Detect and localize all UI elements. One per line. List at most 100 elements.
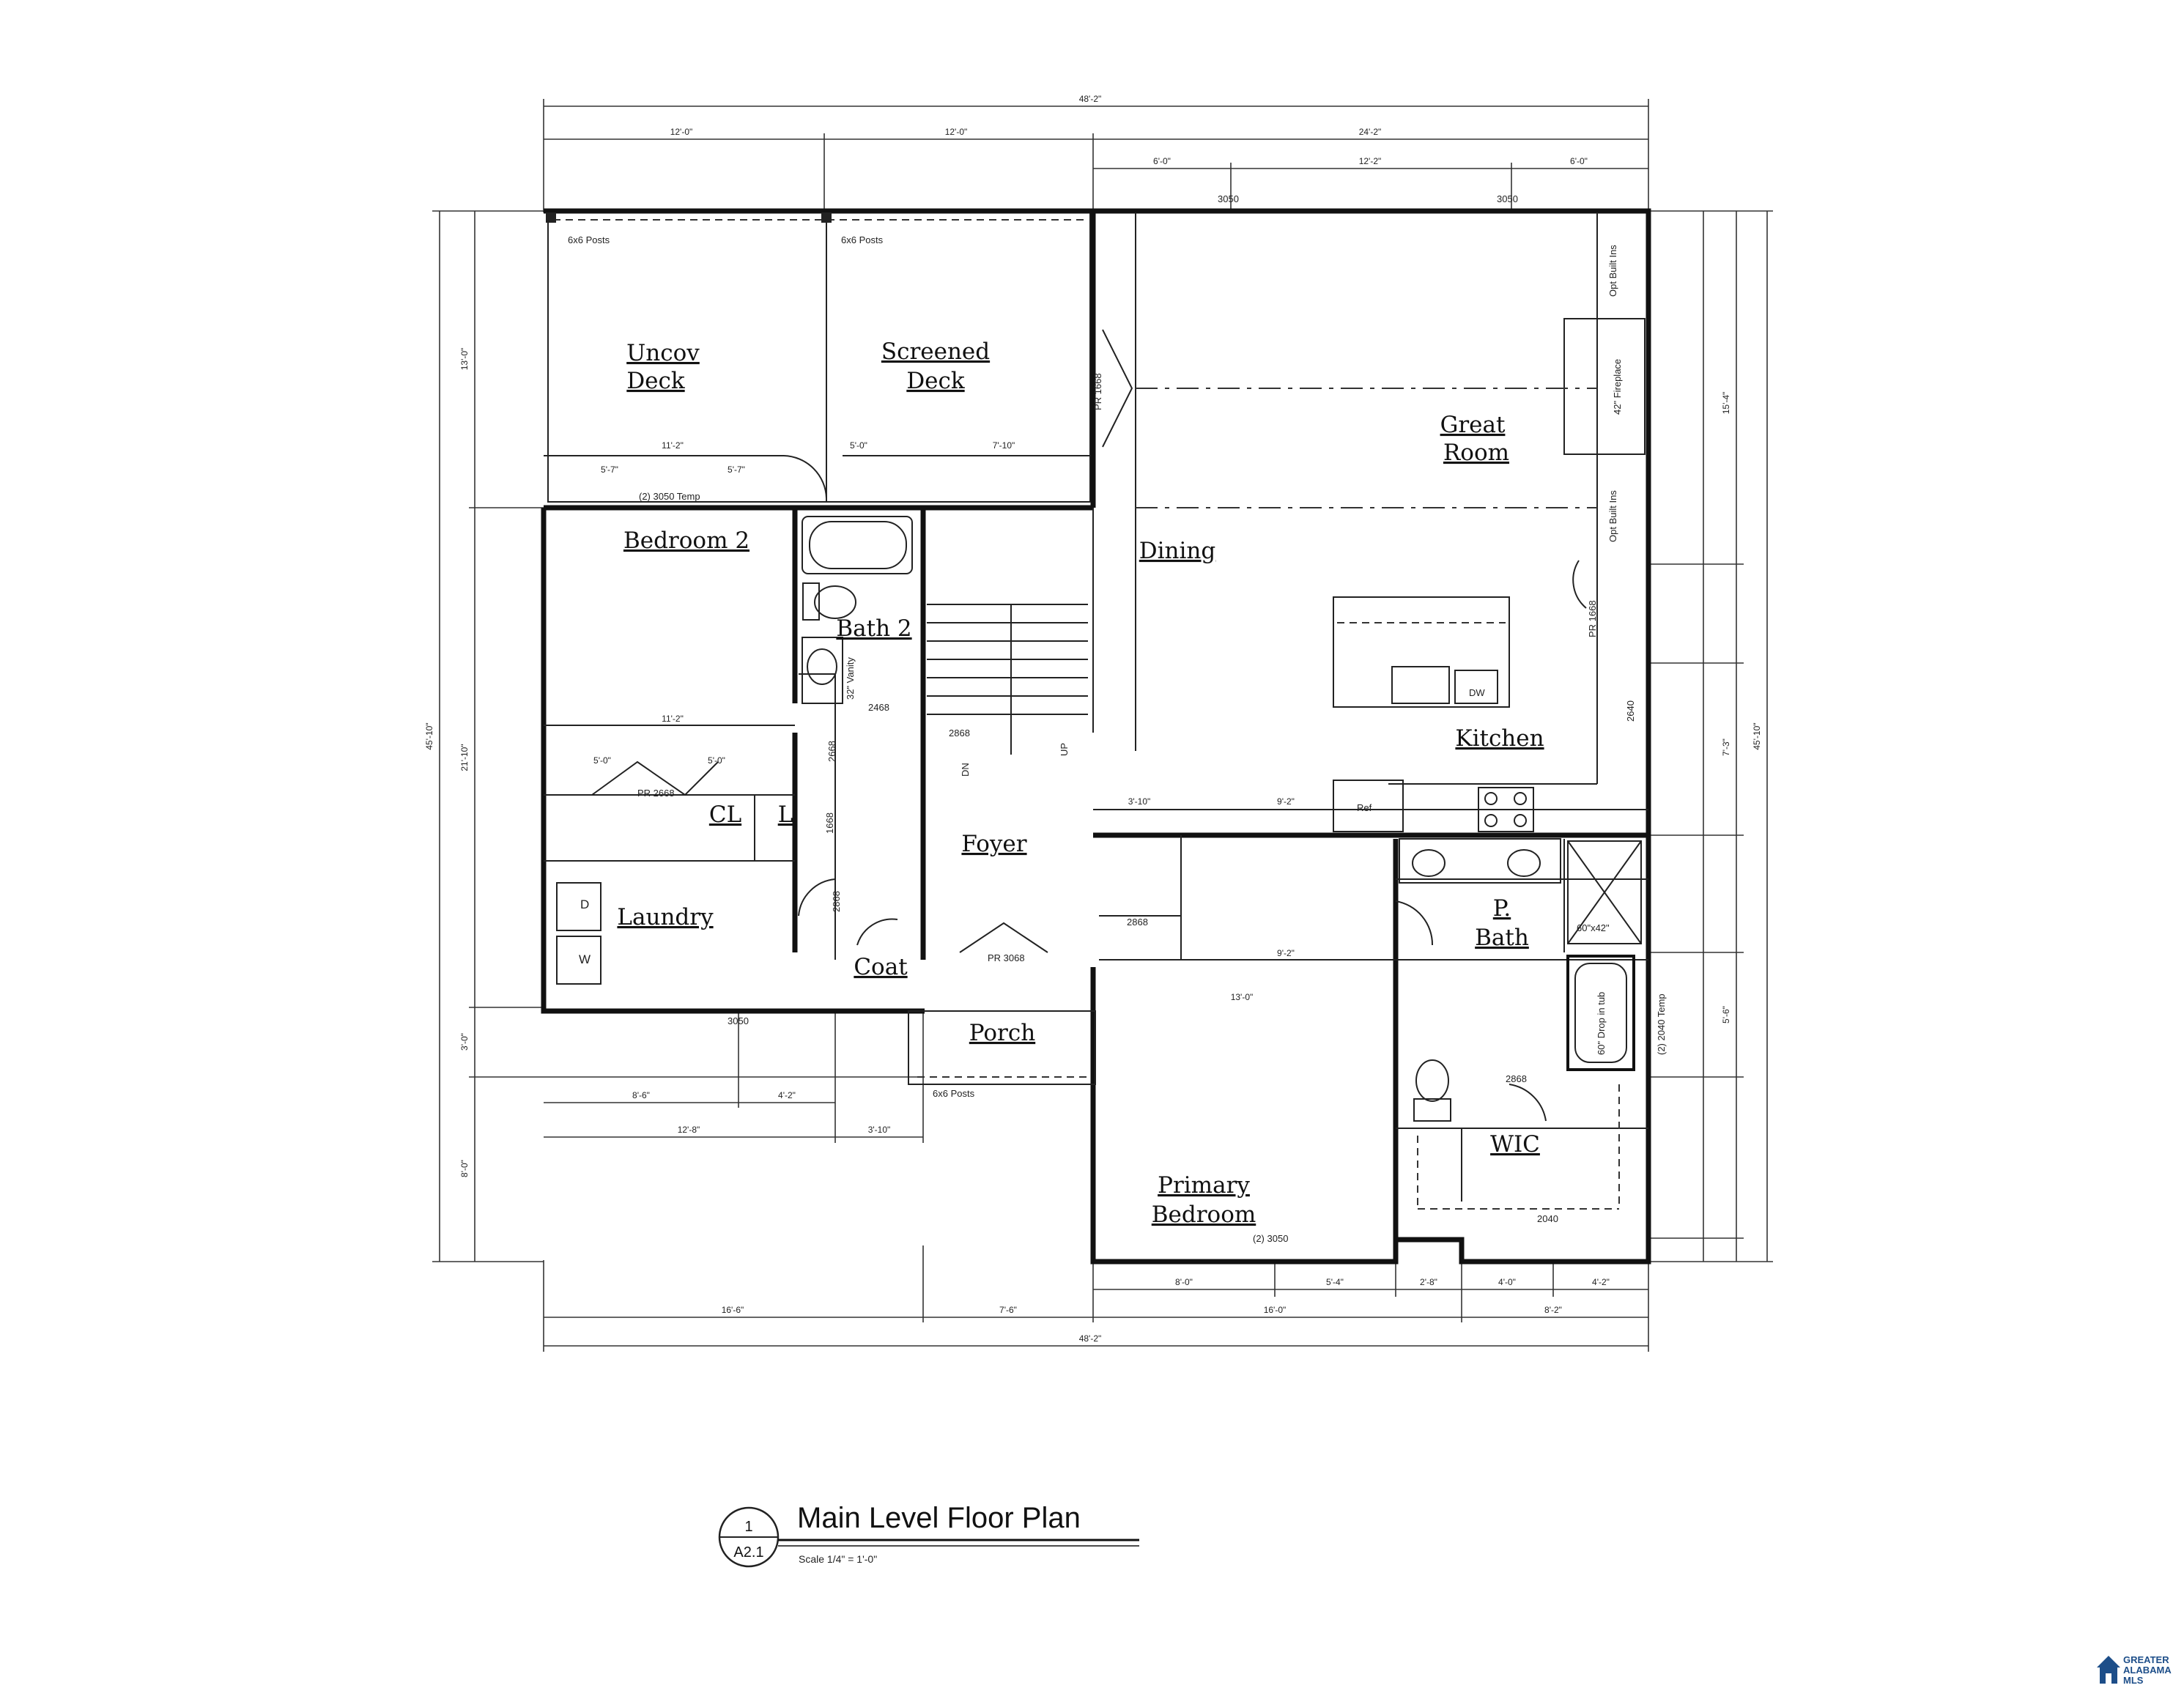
dim-bed2-cl-a: 5'-0" bbox=[593, 755, 611, 766]
dim-left-b: 21'-10" bbox=[459, 744, 470, 771]
room-cl: CL bbox=[709, 802, 741, 828]
note-opt-builtins-1: Opt Built Ins bbox=[1607, 245, 1618, 297]
note-door-2640: 2640 bbox=[1625, 700, 1636, 722]
dimension-lines bbox=[432, 99, 1773, 1352]
note-pr-3068: PR 3068 bbox=[988, 952, 1025, 963]
refrigerator bbox=[1333, 780, 1404, 832]
dim-deck-b: 5'-7" bbox=[601, 464, 618, 475]
room-primary-bedroom-line1: Primary bbox=[1158, 1172, 1250, 1199]
room-wic: WIC bbox=[1490, 1131, 1540, 1158]
note-window-top-1: 3050 bbox=[1218, 193, 1239, 204]
room-dining: Dining bbox=[1139, 538, 1215, 564]
dim-bot-c6: 4'-2" bbox=[1592, 1277, 1610, 1287]
dim-prim-b: 9'-2" bbox=[1277, 948, 1295, 958]
room-bath-2: Bath 2 bbox=[836, 615, 911, 642]
dim-kit-w: 9'-2" bbox=[1277, 796, 1295, 807]
dim-left-d: 8'-0" bbox=[459, 1160, 470, 1177]
dim-bot-c7: 8'-2" bbox=[1544, 1305, 1562, 1315]
note-pr-1668: PR 1668 bbox=[1092, 373, 1103, 410]
note-temp-window: (2) 3050 Temp bbox=[639, 491, 700, 502]
note-door-2468: 2468 bbox=[868, 702, 889, 713]
dim-left-c: 3'-0" bbox=[459, 1033, 470, 1051]
dim-bed2-cl-b: 5'-0" bbox=[708, 755, 725, 766]
room-p-bath-line1: P. bbox=[1493, 895, 1511, 922]
toilet bbox=[814, 585, 856, 619]
dim-right-c: 5'-6" bbox=[1721, 1006, 1731, 1023]
note-pr-2668: PR 2668 bbox=[637, 788, 675, 799]
note-dryer: D bbox=[580, 897, 589, 911]
note-door-1668: 1668 bbox=[824, 812, 835, 834]
dim-bed2-w: 11'-2" bbox=[662, 714, 684, 724]
dim-left-a: 13'-0" bbox=[459, 348, 470, 371]
dim-right-b: 7'-3" bbox=[1721, 738, 1731, 756]
note-washer: W bbox=[579, 952, 591, 966]
note-posts-1: 6x6 Posts bbox=[568, 234, 610, 245]
drawing-title: Main Level Floor Plan bbox=[797, 1502, 1081, 1534]
fireplace bbox=[1563, 318, 1646, 455]
dim-bot-c4: 2'-8" bbox=[1420, 1277, 1437, 1287]
logo-line3: MLS bbox=[2123, 1675, 2144, 1685]
room-screened-deck-line1: Screened bbox=[881, 338, 990, 365]
note-door-2868-d: 2868 bbox=[831, 891, 842, 912]
washer bbox=[556, 936, 601, 985]
note-vanity: 32" Vanity bbox=[845, 657, 856, 700]
dim-deck-a: 11'-2" bbox=[662, 440, 684, 451]
logo-line1: GREATER bbox=[2123, 1654, 2169, 1665]
room-porch: Porch bbox=[969, 1020, 1035, 1046]
dim-deck-d: 5'-0" bbox=[850, 440, 867, 451]
greater-alabama-mls-logo: GREATER ALABAMA MLS bbox=[2097, 1654, 2172, 1685]
note-window-top-2: 3050 bbox=[1497, 193, 1518, 204]
note-posts-2: 6x6 Posts bbox=[841, 234, 884, 245]
note-pr-1668-b: PR 1668 bbox=[1587, 600, 1598, 637]
room-great-room-line1: Great bbox=[1440, 412, 1506, 438]
dim-top-left-a: 12'-0" bbox=[670, 127, 693, 137]
room-l: L bbox=[778, 802, 793, 828]
drawing-scale: Scale 1/4" = 1'-0" bbox=[799, 1553, 877, 1565]
dim-overall-top: 48'-2" bbox=[1079, 94, 1102, 104]
dim-bot-a: 16'-6" bbox=[722, 1305, 744, 1315]
title-block: 1 A2.1 Main Level Floor Plan Scale 1/4" … bbox=[718, 1502, 1139, 1568]
kitchen-island bbox=[1333, 596, 1510, 708]
dim-right-overall: 45'-10" bbox=[1752, 722, 1762, 749]
room-screened-deck-line2: Deck bbox=[906, 368, 965, 394]
dim-deck-e: 7'-10" bbox=[993, 440, 1015, 451]
note-door-2868-b: 2868 bbox=[1127, 917, 1148, 928]
shower bbox=[1567, 840, 1642, 944]
dim-bot-c3: 5'-4" bbox=[1326, 1277, 1344, 1287]
dim-kit-a: 3'-10" bbox=[1128, 796, 1151, 807]
dim-porch-b: 4'-2" bbox=[778, 1090, 796, 1100]
dim-bot-c1: 8'-0" bbox=[1175, 1277, 1193, 1287]
dim-porch-d: 3'-10" bbox=[868, 1125, 891, 1135]
room-p-bath-line2: Bath bbox=[1475, 925, 1529, 951]
room-primary-bedroom-line2: Bedroom bbox=[1152, 1202, 1256, 1228]
room-uncov-deck-line1: Uncov bbox=[626, 340, 700, 366]
dim-porch-a: 8'-6" bbox=[632, 1090, 650, 1100]
room-foyer: Foyer bbox=[961, 831, 1026, 857]
double-vanity bbox=[1399, 838, 1561, 884]
dim-overall-bottom: 48'-2" bbox=[1079, 1333, 1102, 1344]
dim-top-left-b: 12'-0" bbox=[945, 127, 968, 137]
room-great-room-line2: Room bbox=[1443, 440, 1509, 466]
room-uncov-deck-line2: Deck bbox=[626, 368, 685, 394]
dim-left-overall: 45'-10" bbox=[424, 722, 434, 749]
dim-porch-c: 12'-8" bbox=[678, 1125, 700, 1135]
dim-bot-c2: 16'-0" bbox=[1264, 1305, 1287, 1315]
house-icon bbox=[2097, 1656, 2120, 1684]
dimension-text: 48'-2" 12'-0" 12'-0" 24'-2" 6'-0" 12'-2"… bbox=[424, 94, 1762, 1344]
kitchen-sink bbox=[1391, 666, 1450, 704]
primary-toilet bbox=[1415, 1059, 1449, 1102]
note-ref: Ref bbox=[1357, 802, 1372, 813]
vanity bbox=[802, 637, 843, 704]
note-up: UP bbox=[1059, 743, 1070, 756]
walls bbox=[541, 208, 1651, 1265]
decks bbox=[544, 208, 1093, 503]
note-laundry-window: 3050 bbox=[728, 1015, 749, 1026]
drop-in-tub bbox=[1566, 955, 1635, 1071]
stairs bbox=[927, 604, 1088, 755]
note-opt-builtins-2: Opt Built Ins bbox=[1607, 490, 1618, 542]
dim-top-r2: 12'-2" bbox=[1359, 156, 1382, 166]
bathtub bbox=[802, 516, 913, 574]
room-bedroom-2: Bedroom 2 bbox=[623, 528, 749, 554]
note-temp-2040: (2) 2040 Temp bbox=[1656, 993, 1667, 1055]
